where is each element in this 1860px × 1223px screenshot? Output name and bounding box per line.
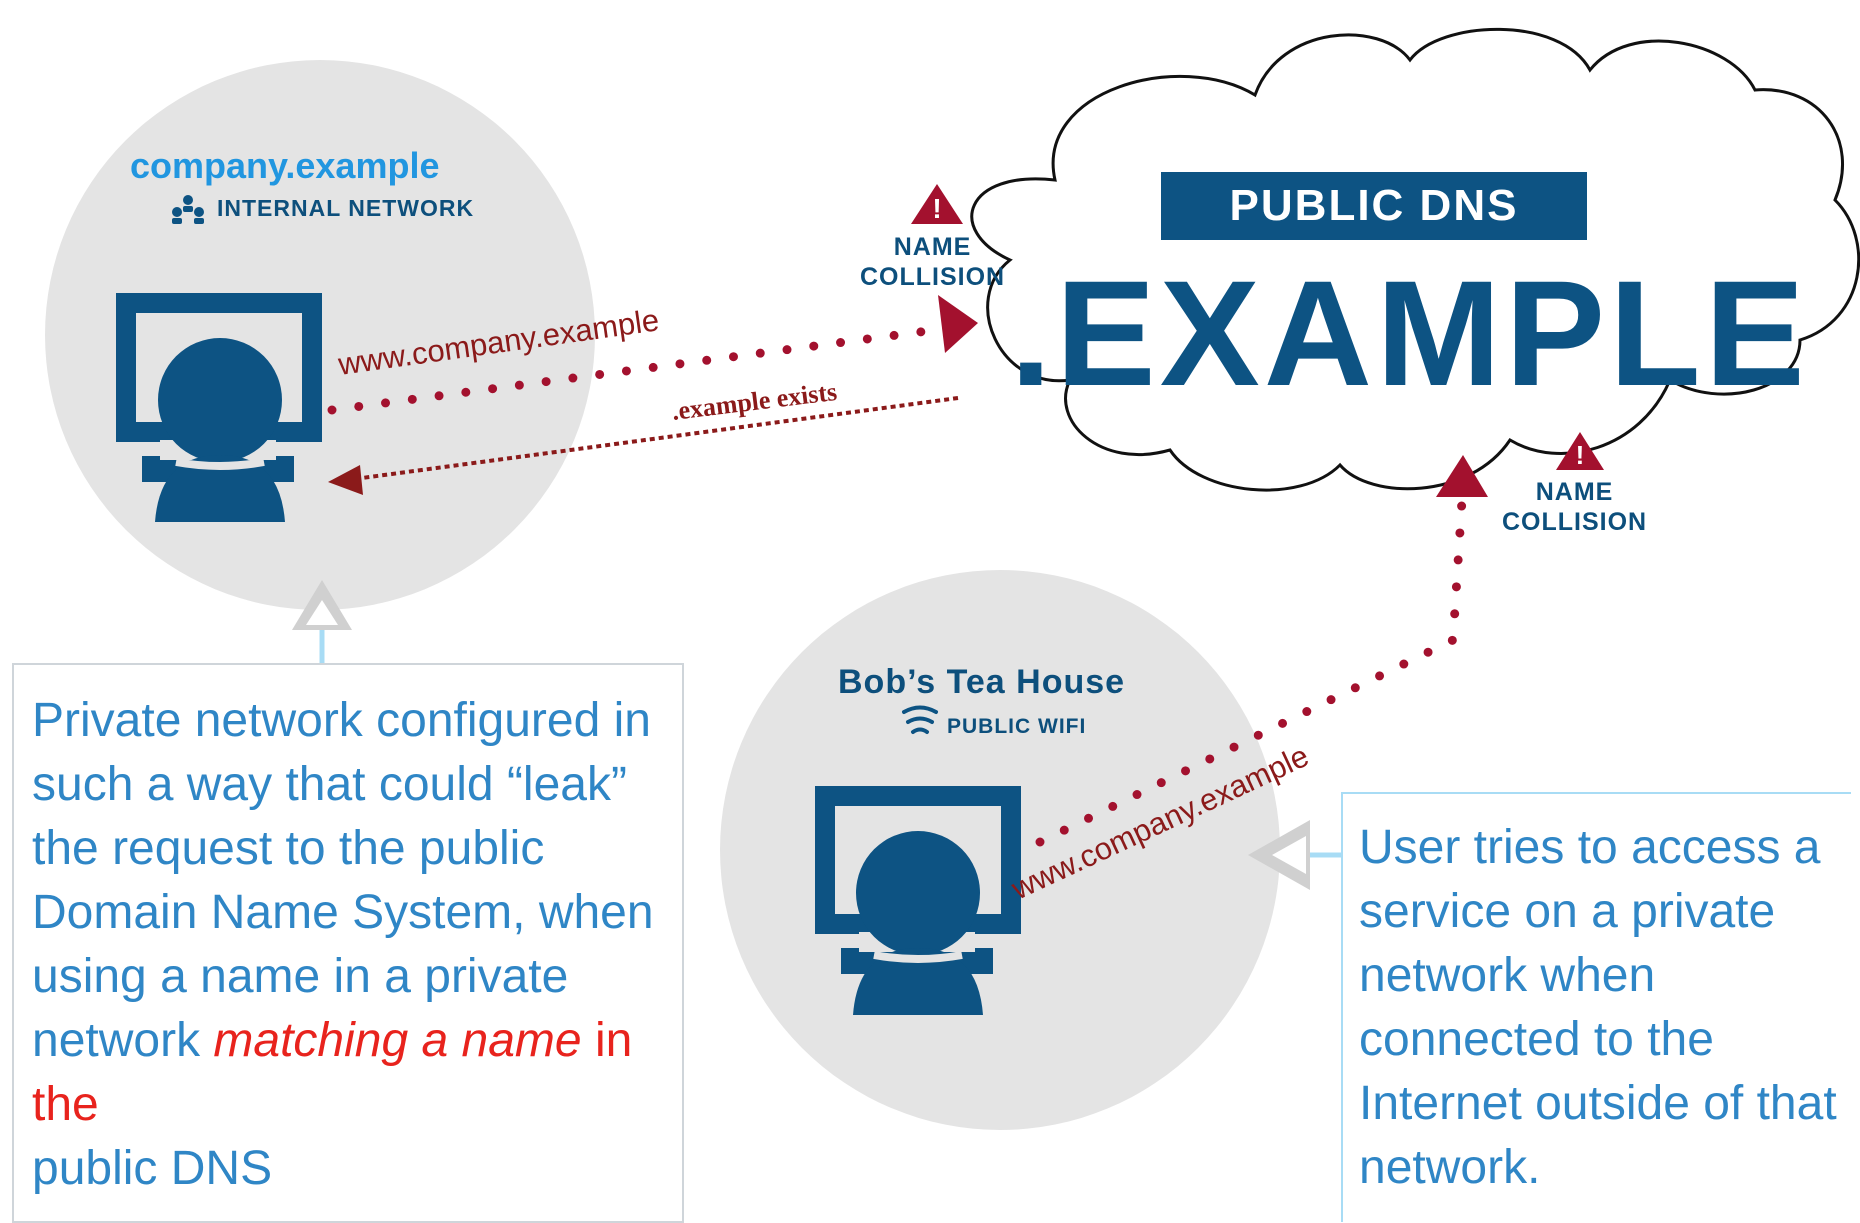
collision-line: COLLISION <box>860 263 1006 291</box>
computer-user-icon <box>815 786 1021 1015</box>
wifi-request-arrow <box>1035 455 1488 847</box>
teahouse-subtitle: PUBLIC WIFI <box>947 715 1087 738</box>
right-callout-pointer <box>1248 820 1343 890</box>
teahouse-title: Bob’s Tea House <box>838 663 1126 701</box>
svg-text:!: ! <box>1576 440 1585 470</box>
wifi-icon <box>902 705 938 734</box>
left-callout-pointer <box>292 580 352 665</box>
left-callout-emphasis: matching a name <box>213 1014 582 1067</box>
public-dns-label: PUBLIC DNS <box>1161 172 1587 240</box>
svg-text:!: ! <box>932 193 941 224</box>
left-callout: Private network configured in such a way… <box>12 663 684 1223</box>
people-network-icon <box>172 195 204 224</box>
collision-line: NAME <box>1535 478 1614 506</box>
left-callout-tail: public DNS <box>32 1142 273 1195</box>
left-callout-text: Private network configured in such a way… <box>32 694 654 1067</box>
left-callout-red: in the <box>32 1014 633 1131</box>
warning-triangle-icon: ! <box>1556 432 1604 470</box>
right-callout: User tries to access a service on a priv… <box>1341 792 1851 1222</box>
warning-triangle-icon: ! <box>911 184 963 224</box>
right-callout-text: User tries to access a service on a priv… <box>1359 821 1837 1194</box>
collision-line: NAME <box>893 233 972 261</box>
computer-user-icon <box>116 293 322 522</box>
request-arrow <box>327 295 978 415</box>
public-dns-cloud <box>970 27 1860 492</box>
name-collision-top: NAME COLLISION <box>860 232 1005 292</box>
teahouse-circle <box>720 570 1280 1130</box>
collision-line: COLLISION <box>1502 508 1648 536</box>
internal-network-title: company.example <box>130 145 440 186</box>
internal-network-subtitle: INTERNAL NETWORK <box>217 195 475 221</box>
name-collision-bottom: NAME COLLISION <box>1502 477 1647 537</box>
example-tld: .EXAMPLE <box>1010 249 1809 417</box>
response-arrow <box>328 396 959 495</box>
